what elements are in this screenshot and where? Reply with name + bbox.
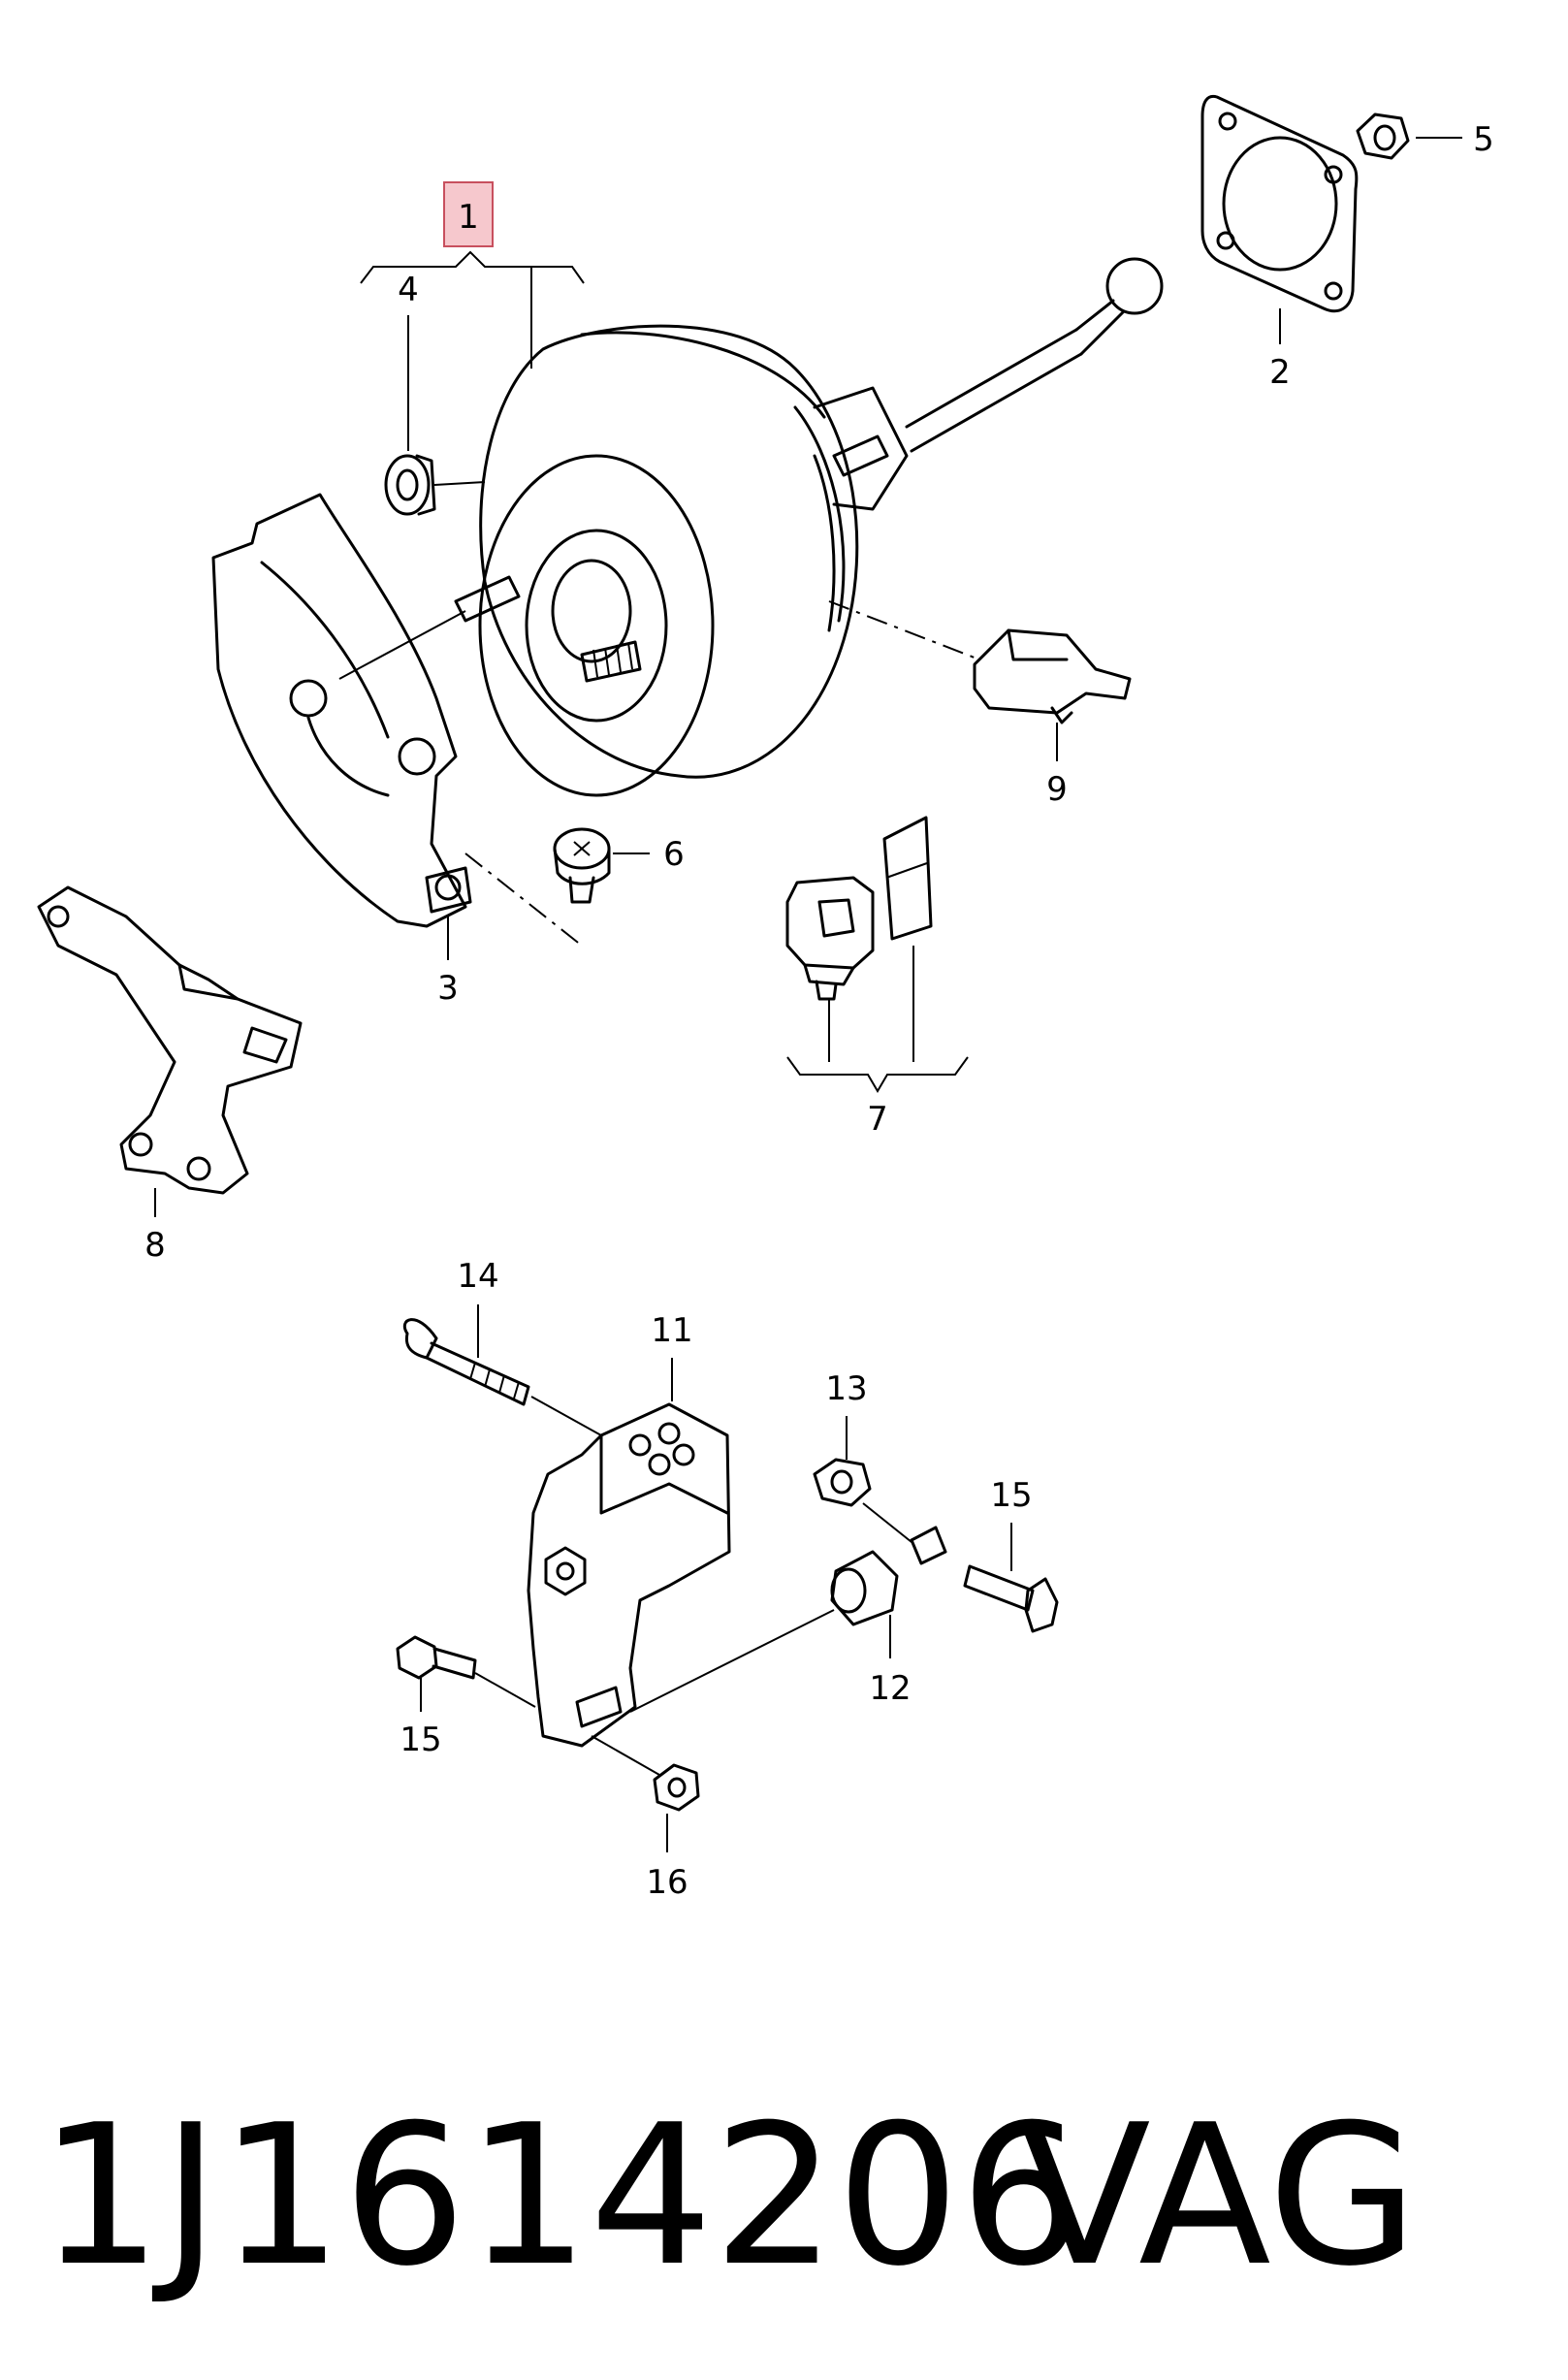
nut-part-13 [813,1458,872,1507]
long-bolt-part-14 [402,1318,530,1406]
callout-14: 14 [457,1257,498,1296]
callout-11: 11 [651,1311,692,1350]
cap-part-6 [553,827,611,904]
callout-6: 6 [663,835,685,874]
callout-7: 7 [867,1100,888,1139]
gasket-part [1200,94,1359,313]
callout-16: 16 [646,1863,688,1902]
caption: 1J1614206 VAG [0,2085,1568,2308]
nut-part-5 [1356,113,1410,160]
sensor-part-7 [785,816,933,1001]
callout-12: 12 [869,1669,911,1708]
brace-7 [786,1056,969,1093]
connector-clip-part [973,628,1132,724]
callout-4: 4 [398,271,419,309]
valve-bracket-part-11 [527,1402,731,1748]
part-number: 1J1614206 [39,2083,1083,2309]
callout-3: 3 [437,969,459,1008]
heat-shield-part [211,493,472,928]
callout-9: 9 [1046,770,1068,809]
callout-5: 5 [1473,120,1494,159]
callout-8: 8 [144,1226,166,1265]
nut-part-16 [653,1763,700,1812]
callout-13: 13 [825,1369,867,1408]
callout-1-highlight[interactable] [443,181,494,247]
union-part-12 [830,1526,947,1626]
bolt-part-15-right [963,1564,1059,1633]
callout-15-right: 15 [990,1476,1032,1515]
callout-15-left: 15 [400,1721,441,1759]
brand-name: VAG [1018,2083,1419,2309]
bracket-part-8 [37,885,303,1195]
brake-booster [478,257,1164,797]
shield-stud [454,575,521,623]
bolt-part-15-left [396,1635,477,1680]
callout-1: 1 [458,198,479,237]
callout-2: 2 [1269,353,1291,392]
grommet-part [384,454,436,516]
brace-1 [360,250,585,284]
